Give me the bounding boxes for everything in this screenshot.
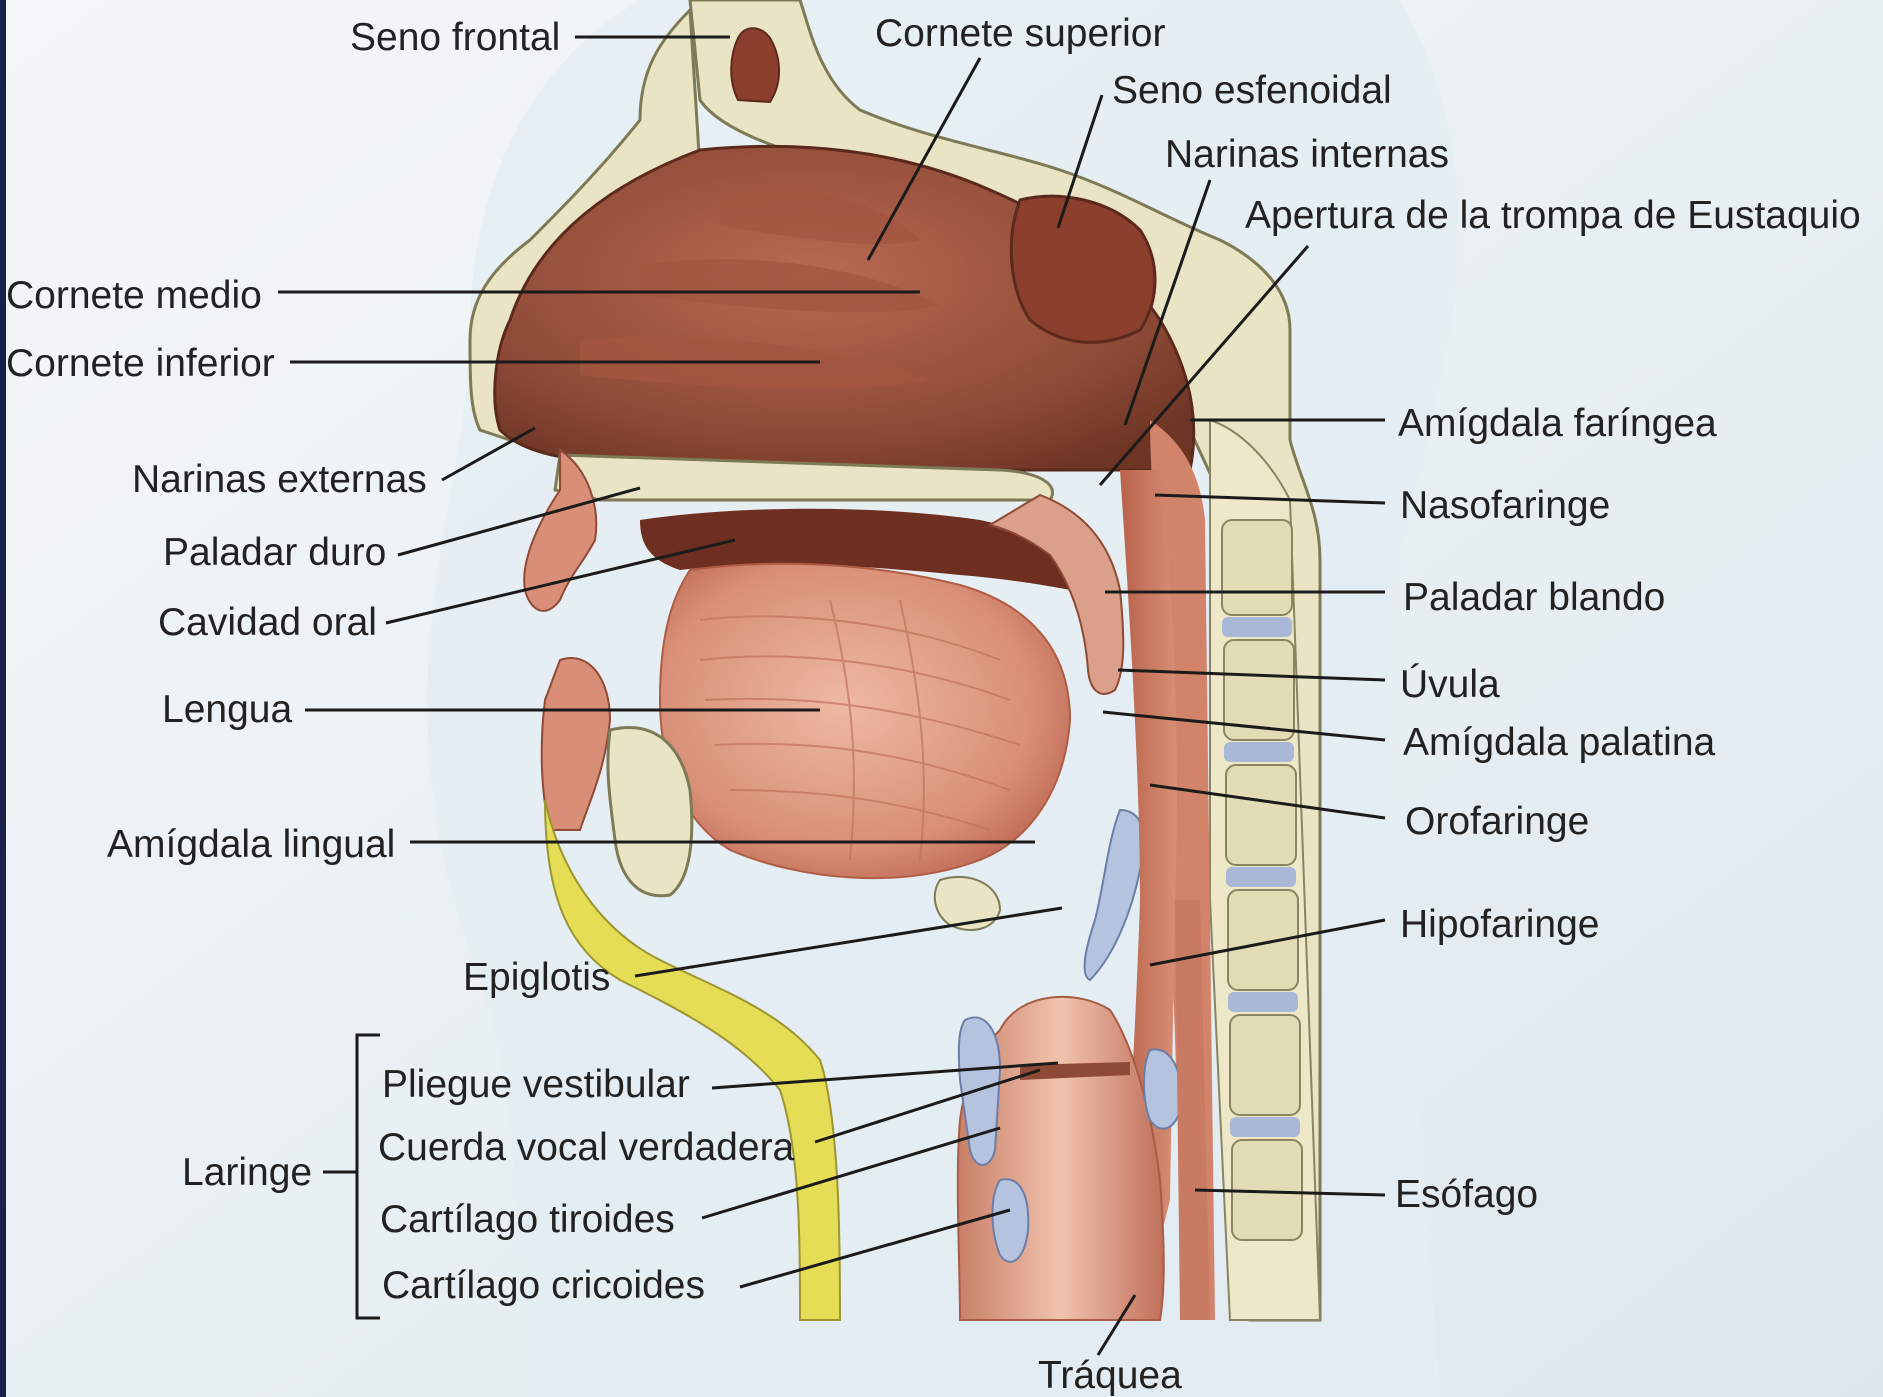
label-amigdala-palatina: Amígdala palatina: [1403, 721, 1716, 764]
label-cuerda-vocal: Cuerda vocal verdadera: [378, 1126, 795, 1169]
disc: [1226, 867, 1296, 887]
label-nasofaringe: Nasofaringe: [1400, 484, 1610, 527]
vertebra: [1226, 765, 1296, 865]
label-narinas-externas: Narinas externas: [132, 458, 427, 501]
label-cornete-medio: Cornete medio: [6, 274, 262, 317]
label-seno-frontal: Seno frontal: [350, 16, 560, 59]
disc: [1228, 992, 1298, 1012]
vertebra: [1222, 520, 1292, 615]
label-amigdala-faringea: Amígdala faríngea: [1398, 402, 1717, 445]
label-pliegue-vestibular: Pliegue vestibular: [382, 1063, 690, 1106]
tongue: [660, 564, 1070, 878]
disc: [1230, 1117, 1300, 1137]
label-paladar-blando: Paladar blando: [1403, 576, 1665, 619]
cricoid-cartilage: [993, 1179, 1029, 1262]
label-traquea: Tráquea: [1038, 1354, 1182, 1397]
label-esofago: Esófago: [1395, 1173, 1538, 1216]
frontal-sinus: [731, 28, 779, 102]
label-cornete-inferior: Cornete inferior: [6, 342, 275, 385]
label-orofaringe: Orofaringe: [1405, 800, 1589, 843]
label-cartilago-cricoides: Cartílago cricoides: [382, 1264, 705, 1307]
left-border: [0, 0, 6, 1397]
label-cavidad-oral: Cavidad oral: [158, 601, 377, 644]
label-seno-esfenoidal: Seno esfenoidal: [1112, 69, 1392, 112]
disc: [1222, 617, 1292, 637]
label-cartilago-tiroides: Cartílago tiroides: [380, 1198, 675, 1241]
label-apertura-trompa: Apertura de la trompa de Eustaquio: [1245, 194, 1861, 237]
label-hipofaringe: Hipofaringe: [1400, 903, 1599, 946]
label-cornete-superior: Cornete superior: [875, 12, 1165, 55]
vertebra: [1230, 1015, 1300, 1115]
label-epiglotis: Epiglotis: [463, 956, 610, 999]
label-laringe: Laringe: [182, 1151, 312, 1194]
label-narinas-internas: Narinas internas: [1165, 133, 1449, 176]
label-lengua: Lengua: [162, 688, 292, 731]
disc: [1224, 742, 1294, 762]
label-uvula: Úvula: [1400, 663, 1500, 706]
label-amigdala-lingual: Amígdala lingual: [107, 823, 395, 866]
label-paladar-duro: Paladar duro: [163, 531, 386, 574]
